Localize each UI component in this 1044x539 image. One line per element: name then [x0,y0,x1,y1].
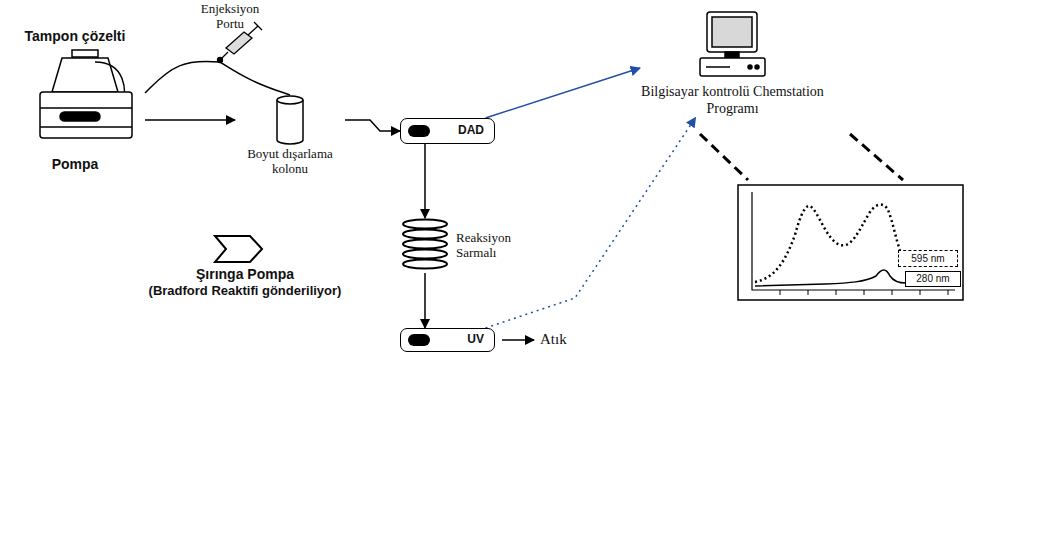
reaction-coil: Reaksiyon Sarmalı [400,218,520,273]
trace-label-box: 595 nm [898,250,958,267]
flow-connector [145,119,235,121]
pump-illustration [40,50,132,138]
flow-connector [424,273,426,328]
node-text: Şırınga Pompa [196,266,294,283]
flow-connector [220,62,290,95]
computer-icon [700,12,765,76]
detector-box: UV [400,328,495,352]
detector-box: DAD [400,118,495,144]
flow-label: Atık [540,330,567,348]
node-text: Pompa [52,156,99,173]
trace-label-box: 280 nm [905,271,961,287]
node-text: UV [467,333,484,346]
syringe-pump: Şırınga Pompa(Bradford Reaktifi gönderil… [115,232,375,298]
chromatogram [738,185,963,300]
node-text: Boyut dışarlama kolonu [235,147,345,177]
column: Boyut dışarlama kolonu [235,95,345,177]
flow-connector [345,120,400,131]
node-text: 595 nm [911,253,944,265]
node-text: Enjeksiyon Portu [190,2,270,32]
waste-arrow [502,339,534,341]
zoom-lines [700,134,903,180]
node-text: DAD [458,124,484,137]
column-cylinder [277,96,303,144]
node-text: Reaksiyon Sarmalı [456,231,520,261]
coil-symbol [403,220,447,269]
node-text: (Bradford Reaktifi gönderiliyor) [149,283,342,299]
syringe-pump-chevron [215,236,262,262]
flow-connector [486,68,641,118]
injection-port: Enjeksiyon Portu [190,2,270,62]
node-text: Tampon çözelti [25,28,126,45]
node-text: Bilgisayar kontrolü Chemstation Programı [640,84,825,118]
computer: Bilgisayar kontrolü Chemstation Programı [640,8,825,118]
flow-connector [145,61,220,93]
flow-connector [424,144,426,218]
flow-connector [486,118,696,328]
pump-unit: Tampon çözeltiPompa [5,28,145,173]
node-text: 280 nm [916,273,949,285]
